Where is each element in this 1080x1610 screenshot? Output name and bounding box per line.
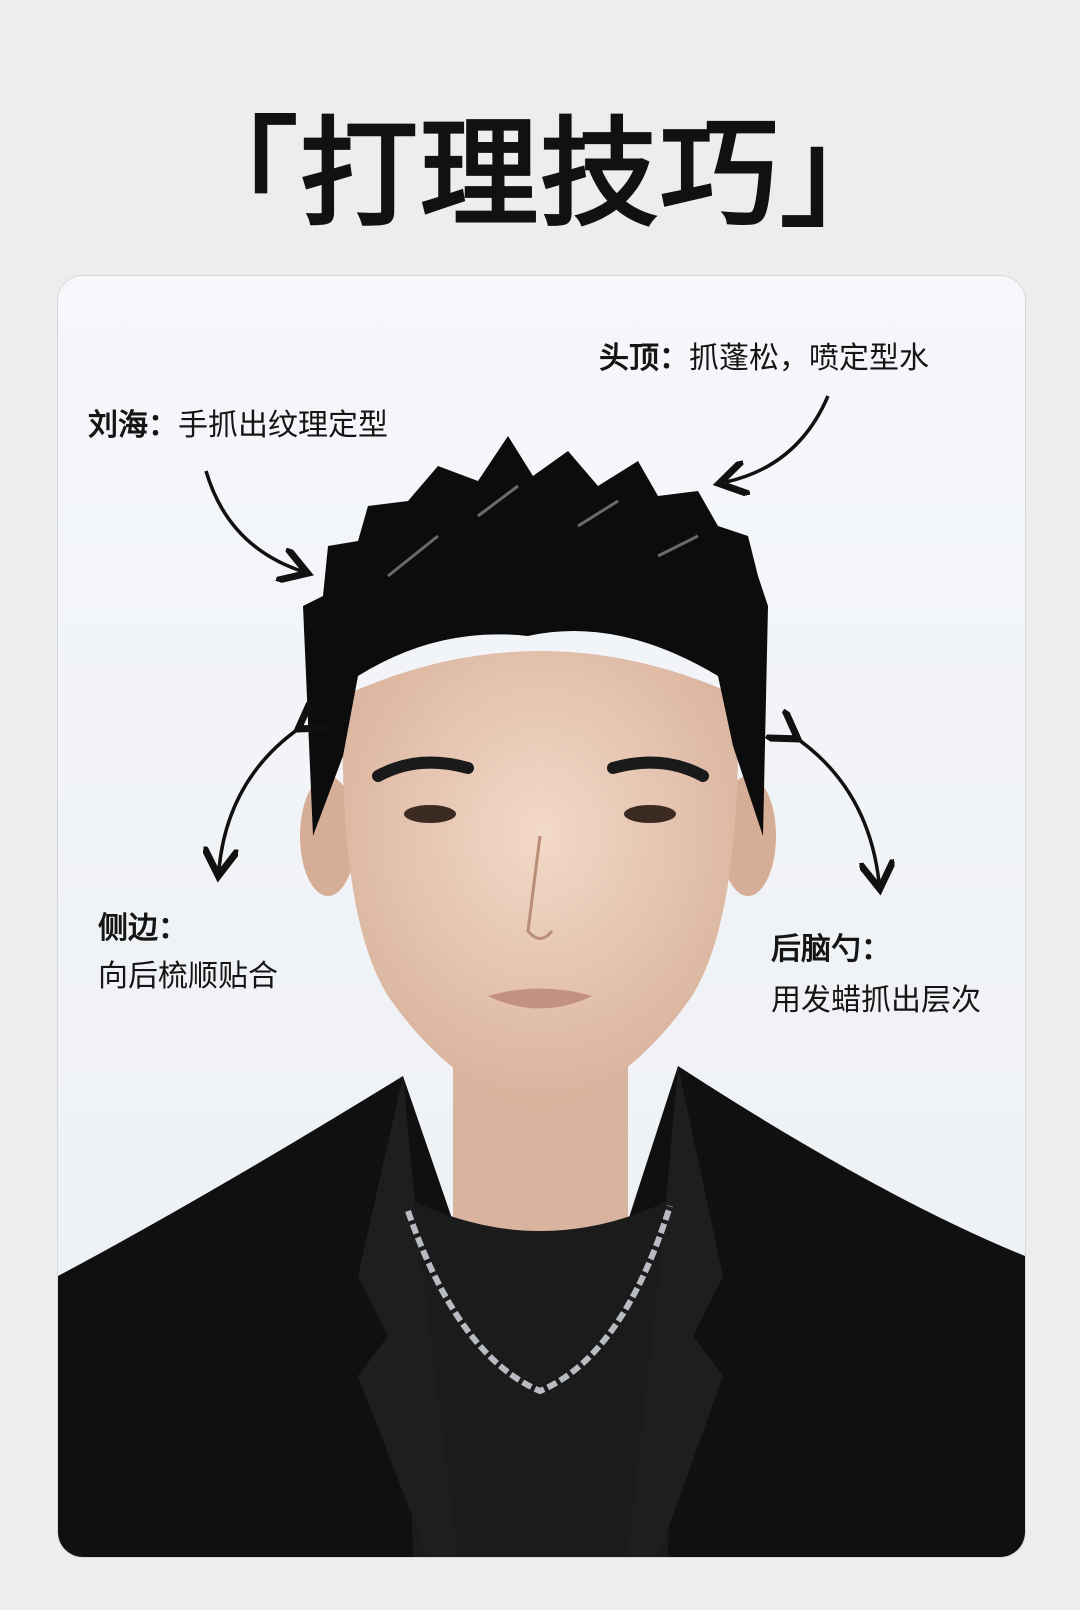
sides-annotation-head: 侧边： (98, 911, 188, 946)
bangs-annotation-head: 刘海： (88, 408, 178, 443)
bangs-annotation-text: 手抓出纹理定型 (178, 408, 388, 443)
hairstyle-photo-card: 头顶：抓蓬松，喷定型水 刘海：手抓出纹理定型 侧边： 向后梳顺贴合 后脑勺： 用… (57, 275, 1026, 1558)
page-title: 「打理技巧」 (179, 105, 900, 243)
back-annotation-text: 用发蜡抓出层次 (771, 983, 981, 1018)
top-arrow (726, 395, 830, 482)
sides-annotation-text: 向后梳顺贴合 (98, 959, 278, 994)
back-annotation-head: 后脑勺： (771, 932, 891, 967)
top-annotation-text: 抓蓬松，喷定型水 (689, 341, 929, 376)
top-annotation-head: 头顶： (599, 341, 689, 376)
sides-arrow (219, 725, 304, 869)
arrows (204, 395, 879, 882)
chain-necklace (405, 1205, 673, 1395)
hair (303, 436, 768, 836)
bangs-annotation: 刘海：手抓出纹理定型 (88, 400, 388, 444)
back-arrow (792, 735, 879, 882)
model-portrait (58, 276, 1025, 1557)
top-annotation: 头顶：抓蓬松，喷定型水 (599, 333, 929, 377)
bangs-arrow (204, 470, 301, 571)
